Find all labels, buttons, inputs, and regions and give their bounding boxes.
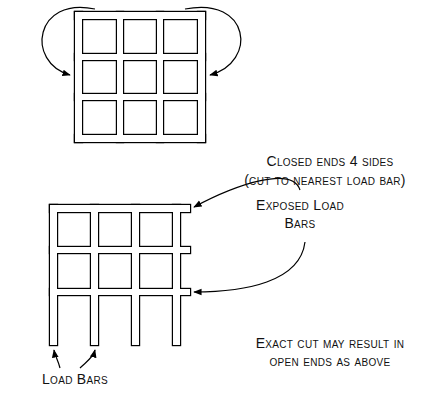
leader-arrow — [194, 242, 305, 292]
leader-arrow — [54, 350, 60, 368]
label-text: Closed ends 4 sides — [235, 152, 425, 170]
label-text: Exposed Load Bars — [255, 196, 345, 232]
leader-arrow — [185, 7, 241, 75]
closed-grating — [75, 12, 205, 142]
open-grating — [50, 205, 190, 345]
label-text: (cut to nearest load bar) — [225, 171, 425, 189]
label-text: Exact cut may result in open ends as abo… — [240, 334, 420, 370]
label-text: Load Bars — [20, 370, 130, 388]
leader-arrow — [42, 7, 95, 75]
leader-arrow — [80, 350, 95, 368]
